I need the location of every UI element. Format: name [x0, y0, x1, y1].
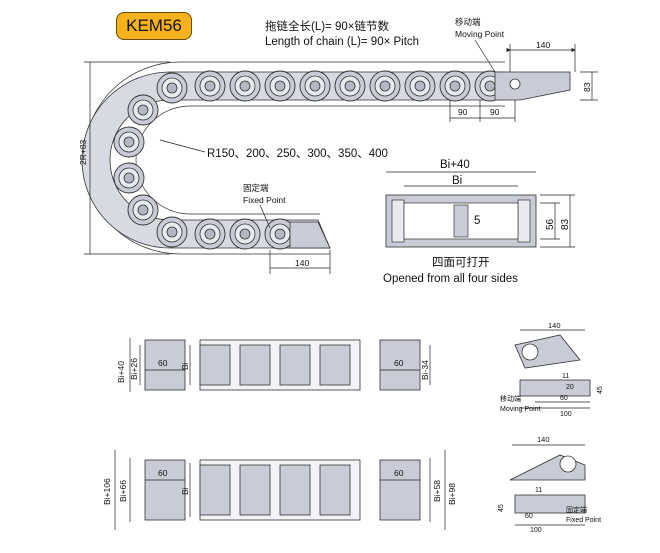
fixed-bracket-detail — [509, 444, 586, 526]
dim-140-fixed: 140 — [537, 435, 550, 444]
dim-bi66: Bi+66 — [118, 480, 128, 502]
dim-bi34: Bi-34 — [420, 360, 430, 380]
dim-140-bottom: 140 — [295, 258, 309, 268]
height-label: 2R+83 — [78, 139, 88, 165]
moving-detail-en: Moving Point — [500, 406, 541, 413]
dim-90-a: 90 — [458, 107, 468, 117]
top-view-fixed — [114, 450, 446, 530]
dim-bi: Bi — [452, 175, 462, 187]
dim-bi-tv2: Bi — [180, 487, 190, 495]
end-bracket-left-2 — [144, 459, 186, 521]
dim-100-moving: 100 — [560, 411, 572, 418]
moving-bracket-detail — [514, 329, 591, 409]
moving-bracket — [494, 71, 571, 101]
dim-bi58: Bi+58 — [432, 480, 442, 502]
end-bracket-left — [144, 339, 186, 391]
radius-options: R150、200、250、300、350、400 — [207, 148, 388, 160]
dim-bi40: Bi+40 — [440, 159, 470, 171]
dim-bi98: Bi+98 — [447, 483, 457, 505]
dim-60-tv1-right: 60 — [394, 358, 404, 368]
moving-point-cn: 移动端 — [455, 17, 481, 27]
dim-100-fixed: 100 — [530, 527, 542, 534]
moving-detail-cn: 移动端 — [500, 394, 521, 403]
dim-83-section: 83 — [560, 218, 571, 230]
dim-90-b: 90 — [490, 107, 500, 117]
chain-length-en: Length of chain (L)= 90× Pitch — [265, 36, 419, 48]
dim-45-moving: 45 — [597, 386, 604, 394]
dim-56: 56 — [545, 218, 556, 230]
fixed-point-cn: 固定端 — [243, 183, 269, 193]
top-view-moving — [129, 338, 431, 392]
dim-60-fixed: 60 — [525, 513, 533, 520]
fixed-bracket — [289, 221, 331, 249]
dim-60-tv2-right: 60 — [394, 468, 404, 478]
fixed-detail-en: Fixed Point — [566, 517, 601, 524]
moving-point-en: Moving Point — [455, 29, 505, 39]
fixed-point-en: Fixed Point — [243, 195, 286, 205]
opened-cn: 四面可打开 — [432, 255, 490, 269]
end-bracket-right-2 — [379, 459, 421, 521]
dim-5: 5 — [474, 215, 480, 227]
dim-83-side: 83 — [582, 82, 592, 92]
dim-bi40-tv1: Bi+40 — [116, 361, 126, 383]
dim-45-fixed: 45 — [498, 504, 505, 512]
cross-section — [385, 171, 575, 248]
dim-140-top: 140 — [536, 40, 550, 50]
dim-11-moving: 11 — [562, 373, 569, 380]
inner-envelope — [135, 105, 505, 215]
bend-section — [81, 71, 171, 249]
chain-length-cn: 拖链全长(L)= 90×链节数 — [265, 19, 389, 33]
fixed-detail-cn: 固定端 — [566, 505, 587, 514]
end-bracket-right — [379, 339, 421, 391]
dim-bi106: Bi+106 — [102, 478, 112, 505]
side-view — [81, 39, 598, 274]
dim-60-tv1-left: 60 — [158, 358, 168, 368]
opened-en: Opened from all four sides — [383, 273, 518, 285]
dim-bi-tv1: Bi — [180, 362, 190, 370]
dim-60-moving: 60 — [560, 395, 568, 402]
dim-bi26: Bi+26 — [129, 358, 139, 380]
dim-20-moving: 20 — [566, 384, 574, 391]
model-label: KEM56 — [126, 16, 182, 35]
dim-60-tv2-left: 60 — [158, 468, 168, 478]
dim-11-fixed: 11 — [535, 487, 542, 494]
dim-140-moving: 140 — [548, 321, 561, 330]
model-badge: KEM56 — [116, 12, 192, 40]
